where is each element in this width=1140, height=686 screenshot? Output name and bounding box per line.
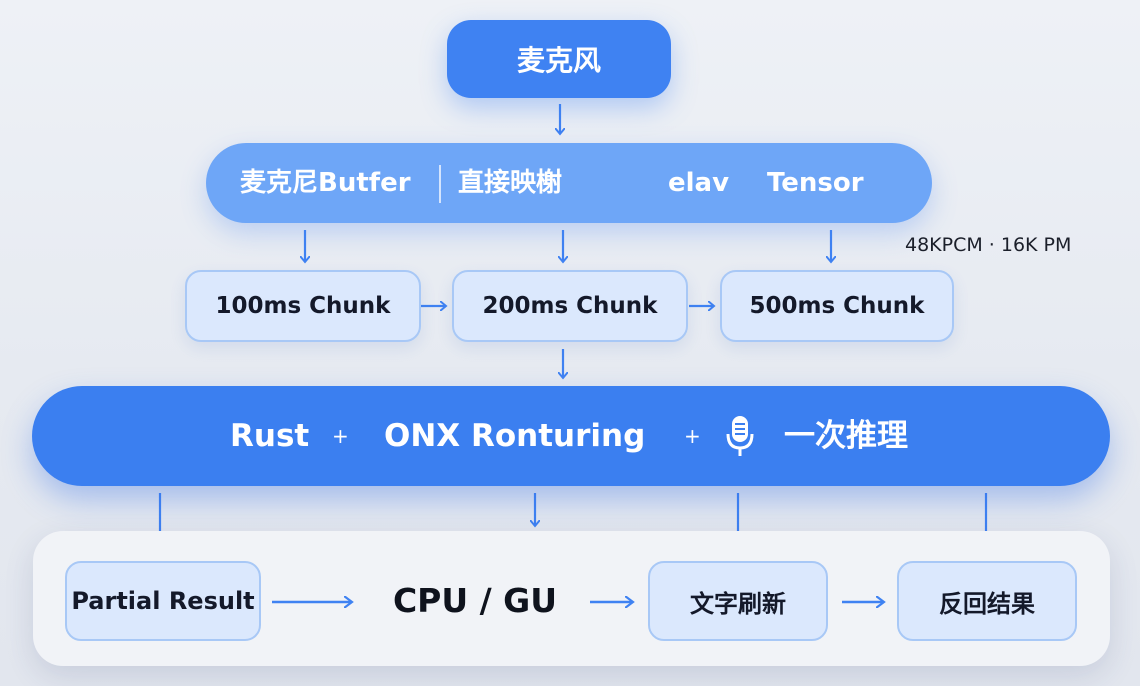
buffer-divider <box>439 165 441 203</box>
chunk-label: 100ms Chunk <box>215 293 391 319</box>
microphone-icon <box>725 414 755 458</box>
elav-label: elav <box>668 168 730 198</box>
inference-engine-bar: Rust + ONX Ronturing + 一次推理 <box>32 386 1110 486</box>
text-refresh-label: 文字刷新 <box>690 589 786 618</box>
chunk-200ms: 200ms Chunk <box>452 270 688 342</box>
microphone-node: 麦克风 <box>447 20 671 98</box>
tensor-label: Tensor <box>767 168 864 198</box>
chunk-100ms: 100ms Chunk <box>185 270 421 342</box>
buffer-bar: 麦克尼Butfer 直接映榭 elav Tensor <box>206 143 932 223</box>
single-inference-label: 一次推理 <box>784 418 908 454</box>
partial-result-box: Partial Result <box>65 561 261 641</box>
microphone-label: 麦克风 <box>516 44 601 77</box>
mapping-label: 直接映榭 <box>458 168 563 198</box>
onnx-label: ONX Ronturing <box>384 418 646 454</box>
partial-result-label: Partial Result <box>71 587 255 615</box>
buffer-label: 麦克尼Butfer <box>240 168 411 198</box>
plus-sign: + <box>332 424 349 448</box>
text-refresh-box: 文字刷新 <box>648 561 828 641</box>
chunk-500ms: 500ms Chunk <box>720 270 954 342</box>
plus-sign: + <box>684 424 701 448</box>
rust-label: Rust <box>230 418 310 454</box>
return-result-box: 反回结果 <box>897 561 1077 641</box>
chunk-label: 200ms Chunk <box>482 293 658 319</box>
chunk-label: 500ms Chunk <box>749 293 925 319</box>
return-result-label: 反回结果 <box>939 589 1035 618</box>
format-note: 48KPCM · 16K PM <box>905 234 1072 256</box>
cpu-gpu-label: CPU / GU <box>392 581 558 620</box>
